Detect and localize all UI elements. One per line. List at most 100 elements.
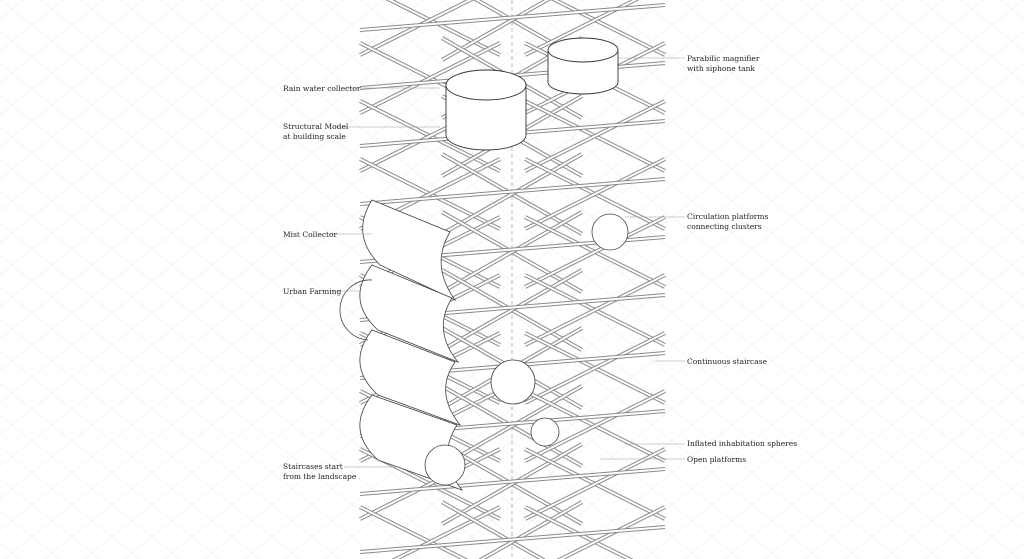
strut-inner bbox=[441, 385, 583, 467]
guide-line bbox=[0, 446, 141, 559]
guide-line bbox=[559, 0, 1024, 371]
guide-line bbox=[603, 223, 1024, 559]
guide-line bbox=[0, 319, 301, 559]
strut-inner bbox=[359, 526, 666, 553]
guide-line bbox=[763, 351, 1024, 559]
guide-line bbox=[0, 0, 465, 371]
guide-line bbox=[0, 0, 665, 531]
guide-line bbox=[0, 0, 545, 435]
guide-line bbox=[839, 0, 1024, 148]
guide-line bbox=[0, 0, 305, 244]
label-rain-water-collector: Rain water collector bbox=[283, 84, 361, 93]
guide-line bbox=[679, 0, 1024, 276]
strut-inner bbox=[480, 501, 583, 559]
guide-line bbox=[0, 223, 421, 559]
guide-line bbox=[959, 0, 1024, 52]
guide-line bbox=[0, 0, 701, 559]
strut-inner bbox=[359, 4, 666, 31]
guide-line bbox=[0, 0, 65, 52]
guide-line bbox=[999, 0, 1024, 20]
guide-line bbox=[243, 0, 945, 559]
guide-line bbox=[0, 0, 505, 403]
guide-line bbox=[119, 0, 821, 559]
strut-inner bbox=[558, 506, 666, 559]
guide-line bbox=[0, 159, 501, 559]
strut-inner bbox=[359, 0, 473, 56]
label-inflated-spheres: Inflated inhabitation spheres bbox=[687, 439, 798, 448]
guide-line bbox=[683, 287, 1024, 559]
label-mist-collector: Mist Collector bbox=[283, 230, 338, 239]
strut-inner bbox=[524, 100, 666, 172]
strut-inner bbox=[359, 178, 666, 205]
strut-inner bbox=[524, 216, 666, 288]
guide-line bbox=[203, 0, 905, 559]
guide-line bbox=[439, 0, 1024, 467]
parabolic-magnifier-tank bbox=[547, 37, 619, 95]
guide-line bbox=[403, 63, 1024, 559]
guide-line bbox=[0, 255, 381, 559]
strut-inner bbox=[441, 153, 583, 235]
guide-line bbox=[163, 0, 865, 559]
rain-water-collector-cylinder bbox=[445, 69, 527, 151]
guide-line bbox=[519, 0, 1024, 403]
guide-line bbox=[199, 0, 901, 559]
guide-line bbox=[719, 0, 1024, 244]
guide-line bbox=[923, 478, 1024, 559]
guide-line bbox=[319, 0, 1021, 559]
guide-line bbox=[803, 382, 1024, 559]
strut-inner bbox=[441, 269, 583, 351]
label-urban-farming: Urban Farming bbox=[283, 287, 342, 296]
guide-line bbox=[0, 0, 385, 307]
guide-line bbox=[0, 0, 425, 339]
guide-line bbox=[723, 319, 1024, 559]
guide-line bbox=[159, 0, 861, 559]
guide-line bbox=[0, 351, 261, 559]
strut-inner bbox=[359, 448, 501, 520]
guide-line bbox=[0, 478, 101, 559]
inhabitation-spheres bbox=[424, 213, 629, 486]
guide-line bbox=[843, 414, 1024, 559]
strut-inner bbox=[441, 443, 583, 525]
guide-line bbox=[1003, 542, 1024, 559]
guide-line bbox=[639, 0, 1024, 307]
guide-line bbox=[919, 0, 1024, 84]
guide-line bbox=[0, 0, 105, 84]
guide-line bbox=[0, 63, 621, 559]
guide-line bbox=[599, 0, 1024, 339]
urban-farming-sphere bbox=[339, 279, 373, 341]
guide-line bbox=[123, 0, 825, 559]
label-open-platforms: Open platforms bbox=[687, 455, 747, 464]
label-continuous-staircase: Continuous staircase bbox=[687, 357, 768, 366]
guide-line bbox=[0, 0, 185, 148]
guide-line bbox=[0, 0, 225, 180]
strut-inner bbox=[359, 42, 501, 114]
strut-inner bbox=[359, 468, 666, 495]
strut-inner bbox=[524, 448, 666, 520]
guide-line bbox=[0, 0, 145, 116]
guide-line bbox=[0, 191, 461, 559]
strut-inner bbox=[441, 0, 550, 61]
strut-inner bbox=[441, 211, 583, 293]
guide-line bbox=[0, 0, 345, 276]
guide-line bbox=[879, 0, 1024, 116]
strut-inner bbox=[524, 274, 666, 346]
strut-inner bbox=[524, 332, 666, 404]
strut-inner bbox=[524, 390, 666, 462]
guide-line bbox=[0, 414, 181, 559]
guide-line bbox=[0, 382, 221, 559]
guide-line bbox=[523, 159, 1024, 559]
guide-line bbox=[643, 255, 1024, 559]
strut-inner bbox=[524, 0, 638, 56]
guide-line bbox=[563, 191, 1024, 559]
guide-line bbox=[883, 446, 1024, 559]
guide-line bbox=[239, 0, 941, 559]
guide-line bbox=[0, 542, 21, 559]
strut-inner bbox=[524, 158, 666, 230]
guide-line bbox=[0, 0, 25, 20]
